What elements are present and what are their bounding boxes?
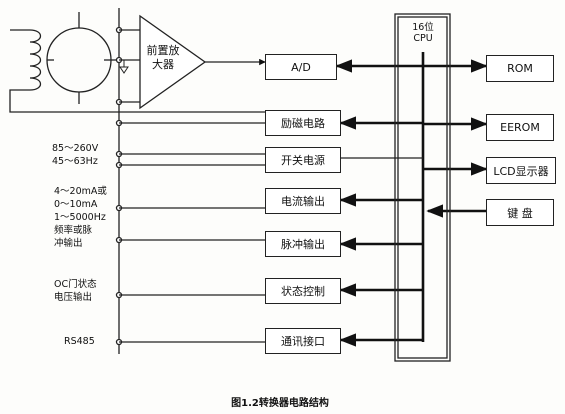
cpu-outline (394, 13, 451, 362)
oc-status-label-2: 电压输出 (54, 292, 93, 303)
cpu-label-line1: 16位 (412, 22, 434, 33)
cpu-label-line2: CPU (413, 33, 433, 44)
frequency-range-label: 45～63Hz (52, 156, 98, 167)
ad-converter-box: A/D (265, 54, 337, 80)
figure-caption: 图1.2转换器电路结构 (231, 398, 329, 409)
ground-icon (119, 60, 129, 74)
sensor-coil-icon (9, 29, 265, 113)
oc-status-label-1: OC门状态 (54, 279, 97, 290)
status-control-box: 状态控制 (265, 278, 341, 304)
freq-or-pulse-label-2: 冲输出 (54, 238, 83, 249)
current-output-box: 电流输出 (265, 188, 341, 214)
rom-box: ROM (486, 55, 554, 82)
preamplifier-triangle (139, 14, 207, 110)
preamplifier-line2: 大器 (152, 58, 174, 71)
bus-arrows-right (423, 59, 488, 218)
preamplifier-line1: 前置放 (146, 44, 180, 57)
switching-power-box: 开关电源 (265, 147, 341, 173)
pulse-output-box: 脉冲输出 (265, 231, 341, 257)
voltage-range-label: 85～260V (52, 143, 99, 154)
eerom-box: EEROM (486, 114, 554, 141)
cpu-label: 16位 CPU (402, 22, 444, 44)
rs485-label: RS485 (64, 336, 95, 347)
current-range-label-2: 0～10mA (54, 199, 98, 210)
lcd-display-box: LCD显示器 (486, 157, 556, 184)
preamplifier-label: 前置放 大器 (138, 44, 188, 72)
freq-output-label: 1～5000Hz (54, 212, 106, 223)
communication-interface-box: 通讯接口 (265, 328, 341, 354)
keyboard-box: 键 盘 (486, 199, 554, 226)
left-bus (115, 8, 265, 354)
freq-or-pulse-label-1: 频率或脉 (54, 225, 93, 236)
sensor-electrode-icon (46, 12, 119, 104)
excitation-circuit-box: 励磁电路 (265, 110, 341, 136)
bus-arrows-left (335, 59, 423, 347)
current-range-label-1: 4～20mA或 (54, 186, 107, 197)
